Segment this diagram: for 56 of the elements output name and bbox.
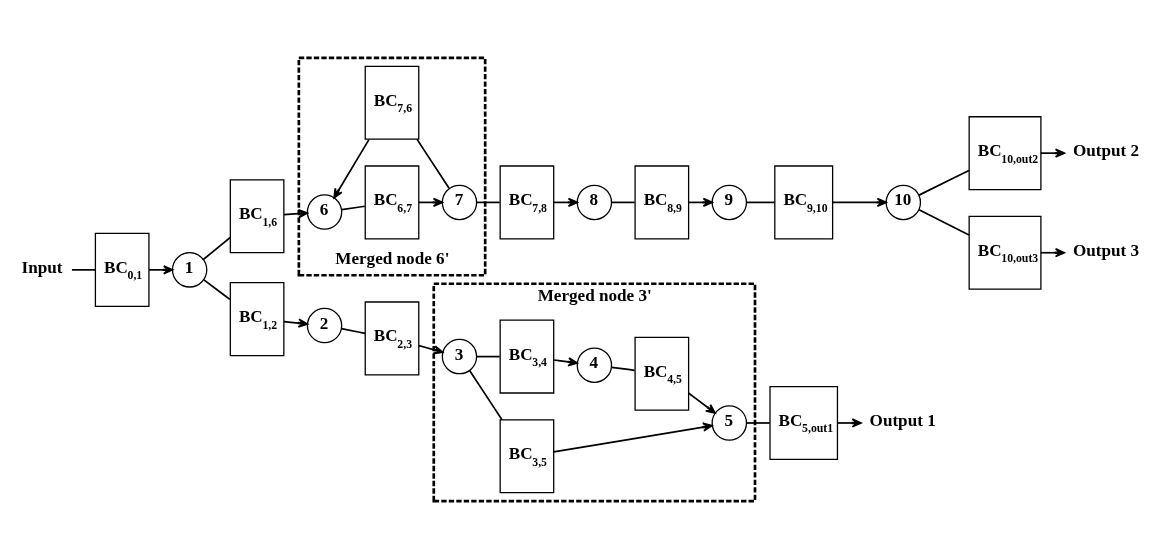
connector xyxy=(340,204,366,210)
connector xyxy=(416,138,451,189)
connector xyxy=(340,327,366,334)
arrow xyxy=(418,344,444,354)
connector xyxy=(918,208,970,236)
connector xyxy=(745,421,771,424)
connector xyxy=(918,169,970,196)
node-box: BC$_{3,5}$ xyxy=(499,418,555,493)
node-circle: 5 xyxy=(711,404,748,441)
node-box: BC$_{5,out1}$ xyxy=(769,385,839,460)
node-text: Output 1 xyxy=(869,410,936,430)
connector xyxy=(202,236,232,260)
node-box: BC$_{7,6}$ xyxy=(364,65,420,140)
node-text: Output 3 xyxy=(1073,240,1140,260)
node-circle: 6 xyxy=(306,193,343,230)
node-box: BC$_{8,9}$ xyxy=(634,164,690,239)
arrow xyxy=(283,208,309,218)
connector xyxy=(468,369,503,421)
node-box: BC$_{0,1}$ xyxy=(94,232,150,307)
arrow xyxy=(832,197,887,207)
connector xyxy=(475,201,501,203)
connector xyxy=(71,268,97,271)
node-circle: 10 xyxy=(885,184,922,220)
node-circle: 8 xyxy=(576,184,613,220)
arrow xyxy=(552,356,578,367)
arrow xyxy=(1040,247,1066,257)
arrow xyxy=(552,421,713,453)
node-box: BC$_{3,4}$ xyxy=(499,319,555,394)
arrow xyxy=(283,317,309,328)
node-circle: 2 xyxy=(306,307,343,343)
node-box: BC$_{9,10}$ xyxy=(774,164,834,239)
node-box: BC$_{1,6}$ xyxy=(229,178,285,253)
node-circle: 1 xyxy=(171,251,208,288)
node-box: BC$_{6,7}$ xyxy=(364,164,420,239)
arrow xyxy=(1040,147,1066,158)
arrow xyxy=(836,417,862,428)
arrow xyxy=(687,391,716,414)
connector xyxy=(610,365,636,371)
connector xyxy=(475,355,501,357)
connector xyxy=(610,201,636,203)
node-box: BC$_{2,3}$ xyxy=(364,300,420,375)
node-box: BC$_{10,out3}$ xyxy=(968,215,1042,290)
arrow xyxy=(333,138,370,199)
node-circle: 9 xyxy=(711,184,748,220)
node-box: BC$_{7,8}$ xyxy=(499,164,555,239)
connector xyxy=(203,278,231,300)
node-circle: 3 xyxy=(441,338,478,374)
node-box: BC$_{4,5}$ xyxy=(634,336,690,411)
node-box: BC$_{1,2}$ xyxy=(229,281,285,356)
node-text: Input xyxy=(21,257,63,277)
node-circle: 7 xyxy=(441,184,478,220)
node-box: BC$_{10,out2}$ xyxy=(968,115,1042,190)
connector xyxy=(745,201,776,203)
arrow xyxy=(148,264,174,275)
node-circle: 4 xyxy=(576,346,613,383)
node-text: Output 2 xyxy=(1073,140,1140,160)
